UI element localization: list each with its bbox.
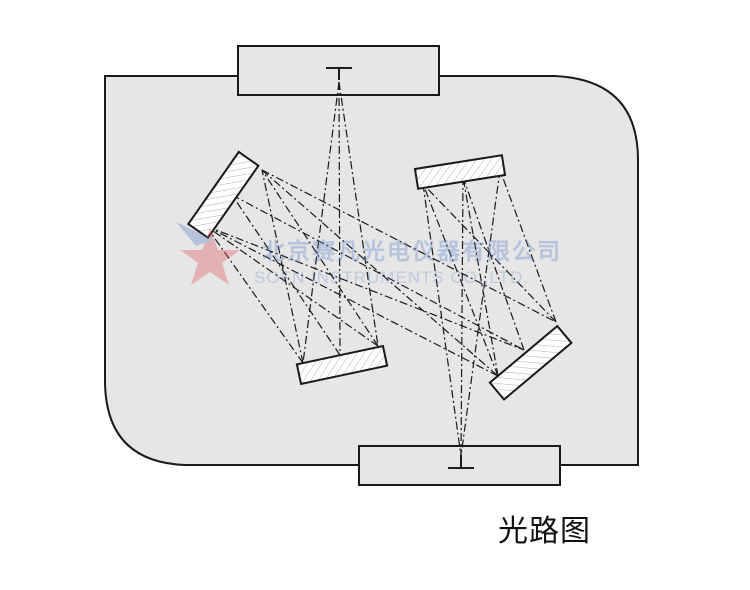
ray-entrance-1	[302, 81, 340, 364]
ray-collimate-5	[205, 225, 379, 347]
ray-collimate-3	[261, 169, 379, 347]
watermark-logo-icon	[176, 222, 240, 285]
ray-collimate-1	[205, 225, 304, 364]
watermark-company-en: SOFN INSTRUMENTS CO.,LTD.	[254, 268, 529, 287]
ray-grating-1	[422, 183, 499, 377]
exit-slit-icon	[448, 455, 474, 469]
exit-slit-box	[358, 445, 561, 486]
ray-exit-1	[422, 183, 462, 457]
ray-parallel-5	[261, 169, 499, 377]
ray-parallel-3	[261, 169, 557, 323]
upper-left-mirror	[186, 150, 260, 240]
diffraction-grating	[488, 324, 573, 401]
light-rays	[205, 81, 557, 457]
ray-collimate-2	[231, 194, 341, 356]
ray-parallel-1	[205, 225, 499, 377]
watermark-company-cn: 北京赛凡光电仪器有限公司	[262, 239, 562, 265]
ray-entrance-3	[338, 81, 379, 347]
ray-parallel-2	[231, 194, 525, 351]
ray-collimate-4	[261, 169, 304, 364]
entrance-slit-icon	[326, 67, 352, 80]
ray-grating-4	[462, 176, 499, 377]
ray-parallel-4	[205, 225, 525, 351]
focusing-mirror	[413, 154, 507, 190]
ray-entrance-2	[338, 81, 341, 356]
ray-exit-2	[460, 176, 464, 457]
ray-exit-3	[460, 169, 501, 457]
ray-grating-3	[499, 169, 557, 323]
ray-grating-2	[462, 176, 525, 351]
diagram-caption: 光路图	[498, 514, 591, 549]
collimating-mirror	[295, 344, 389, 386]
